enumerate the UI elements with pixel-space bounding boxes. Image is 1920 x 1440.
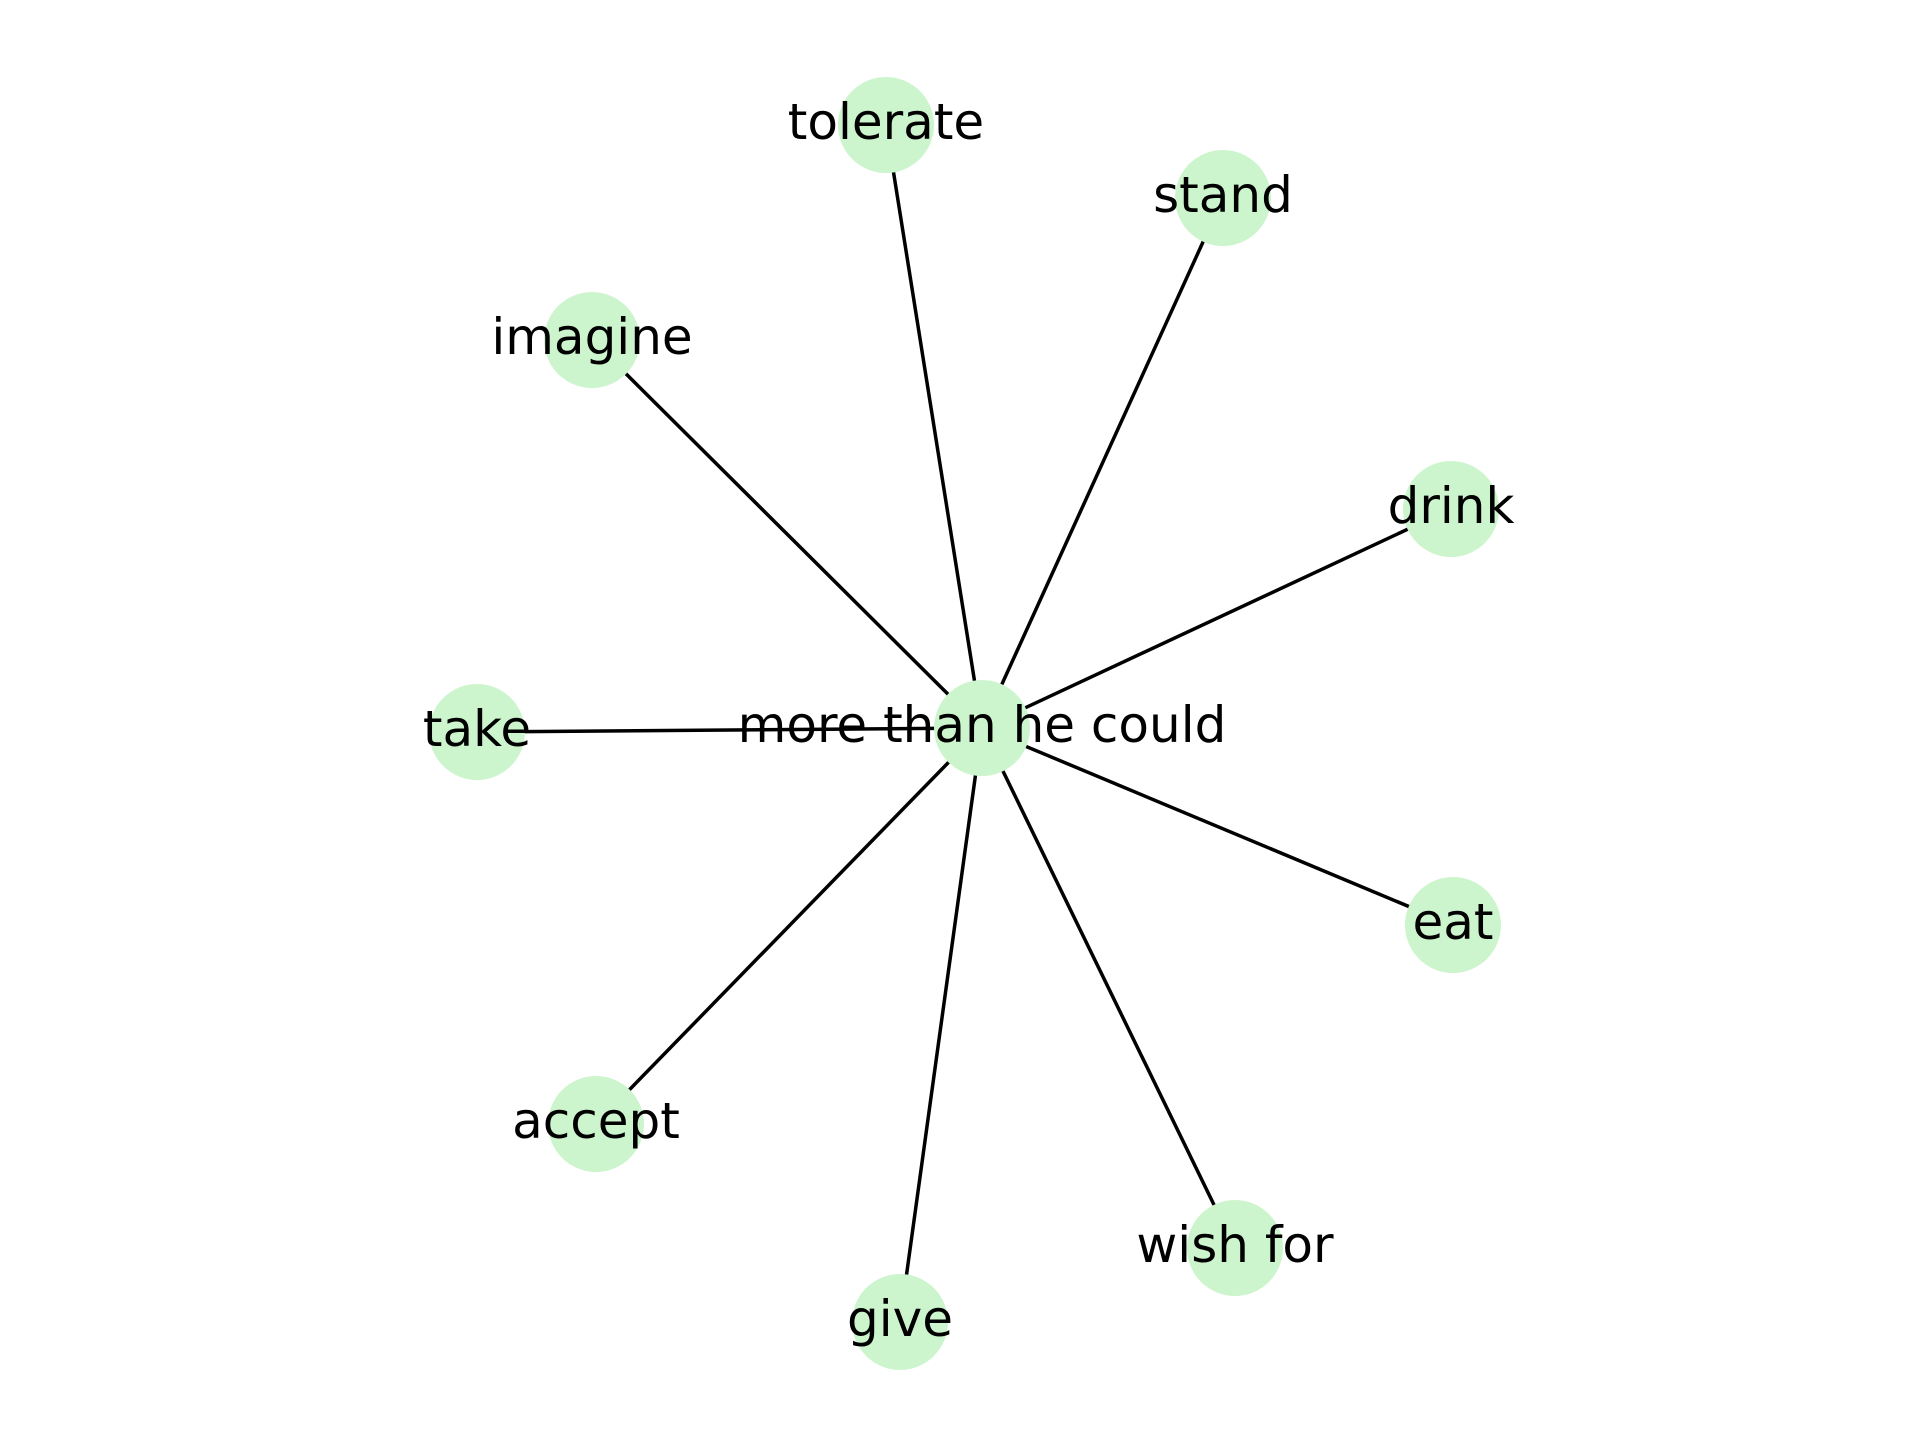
labels-layer: more than he could tolerate stand imagine dr…	[423, 93, 1515, 1348]
edge-center-eat	[981, 726, 1454, 927]
node-label-eat: eat	[1412, 893, 1493, 951]
node-drink	[1403, 461, 1499, 557]
node-label-tolerate: tolerate	[788, 93, 984, 151]
node-label-imagine: imagine	[491, 308, 692, 366]
node-label-stand: stand	[1153, 166, 1293, 224]
node-label-accept: accept	[512, 1092, 680, 1150]
node-label-center: more than he could	[738, 696, 1227, 754]
node-label-drink: drink	[1388, 477, 1515, 535]
node-accept	[548, 1076, 644, 1172]
node-take	[429, 684, 525, 780]
node-tolerate	[838, 77, 934, 173]
node-label-give: give	[847, 1290, 953, 1348]
edge-center-stand	[980, 197, 1225, 729]
edge-center-take	[476, 726, 983, 734]
node-center	[934, 680, 1030, 776]
edge-center-tolerate	[884, 124, 984, 729]
node-give	[852, 1274, 948, 1370]
node-wish-for	[1187, 1200, 1283, 1296]
edge-center-accept	[594, 726, 984, 1126]
edge-center-wish-for	[980, 727, 1237, 1249]
node-label-wish-for: wish for	[1136, 1216, 1334, 1274]
edge-center-give	[898, 727, 984, 1323]
node-eat	[1405, 877, 1501, 973]
edges-layer	[476, 124, 1454, 1323]
nodes-layer	[429, 77, 1501, 1370]
node-stand	[1175, 150, 1271, 246]
node-imagine	[544, 292, 640, 388]
edge-center-drink	[981, 507, 1452, 730]
node-label-take: take	[423, 700, 531, 758]
edge-center-imagine	[590, 338, 984, 730]
